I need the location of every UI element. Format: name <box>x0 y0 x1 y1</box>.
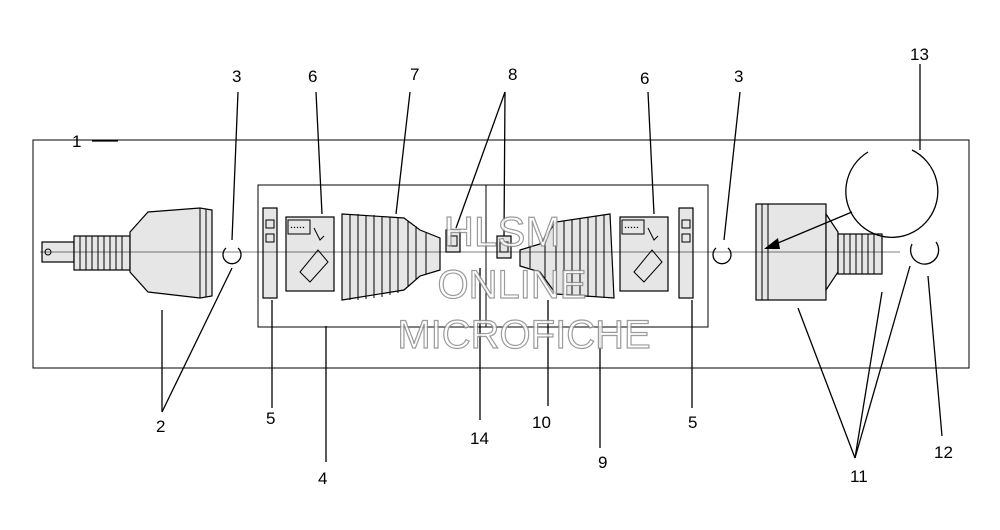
callout-6-left: 6 <box>308 67 317 86</box>
watermark: HLSM ONLINE MICROFICHE <box>397 207 652 357</box>
watermark-line-3: MICROFICHE <box>397 313 650 357</box>
clamp-set-right <box>678 207 694 299</box>
callout-12: 12 <box>934 443 953 462</box>
kit-9-outline <box>485 184 709 328</box>
callout-1: 1 <box>72 132 81 151</box>
small-clamp-left <box>445 229 461 253</box>
callout-8: 8 <box>508 65 517 84</box>
snap-ring-right <box>712 247 732 265</box>
callout-3-left: 3 <box>232 67 241 86</box>
callout-7: 7 <box>410 65 419 84</box>
callout-5-left: 5 <box>266 409 275 428</box>
grease-pack-right: ▪▪▪▪▪ <box>619 216 669 292</box>
callout-11: 11 <box>850 467 868 486</box>
svg-text:▪▪▪▪▪: ▪▪▪▪▪ <box>290 225 305 231</box>
cv-boot-right <box>519 213 615 299</box>
callout-10: 10 <box>532 413 551 432</box>
watermark-line-1: HLSM <box>444 208 561 255</box>
leader-lines <box>92 64 943 462</box>
watermark-line-2: ONLINE <box>438 263 587 307</box>
callout-3-right: 3 <box>734 67 743 86</box>
kit-1-outline <box>32 139 970 369</box>
clip-13-arrow-head <box>764 238 780 249</box>
callout-9: 9 <box>598 453 607 472</box>
clip-13-arrow-shaft <box>765 211 853 249</box>
callout-2: 2 <box>156 417 165 436</box>
callout-5-right: 5 <box>688 413 697 432</box>
callout-4: 4 <box>318 469 327 488</box>
outer-cv-joint-left <box>41 207 213 299</box>
svg-text:▪▪▪▪▪: ▪▪▪▪▪ <box>624 225 639 231</box>
snap-ring-left <box>222 247 242 265</box>
clamp-set-left <box>262 207 278 299</box>
cv-boot-left <box>341 213 441 301</box>
retaining-clip-large <box>845 149 939 238</box>
snap-ring-small <box>909 241 940 265</box>
callout-13: 13 <box>910 45 929 64</box>
grease-pack-left: ▪▪▪▪▪ <box>285 216 335 292</box>
callout-14: 14 <box>470 429 489 448</box>
callout-6-right: 6 <box>640 69 649 88</box>
